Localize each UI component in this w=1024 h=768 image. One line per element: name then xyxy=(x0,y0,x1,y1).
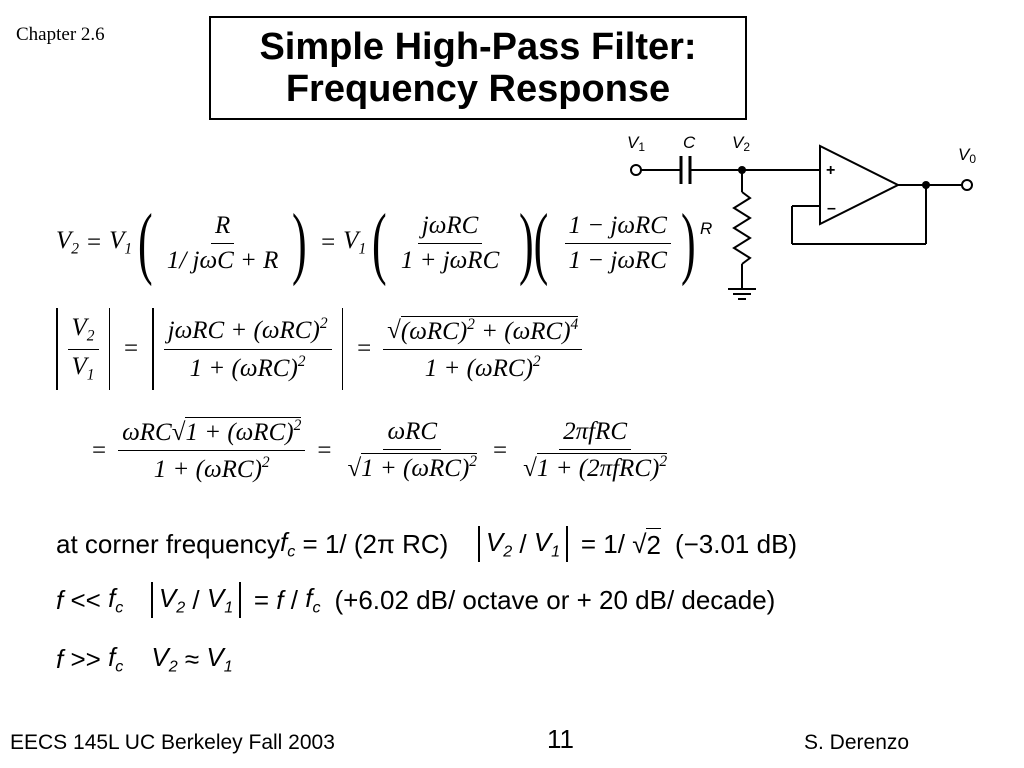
line1-eq: = 1/ (2π RC) xyxy=(295,528,449,559)
eq1-v1-b: V xyxy=(343,227,359,255)
footer-author: S. Derenzo xyxy=(804,731,910,754)
plus-input-label: + xyxy=(826,162,835,179)
footer-course: EECS 145L UC Berkeley Fall 2003 xyxy=(10,731,335,754)
line1-db: (−3.01 dB) xyxy=(674,528,798,559)
label-r: R xyxy=(700,219,712,238)
svg-text:V1: V1 xyxy=(627,133,645,154)
line1-text: at corner frequency xyxy=(56,528,281,559)
minus-input-label: – xyxy=(827,200,836,217)
eq1-lhs: V2 xyxy=(56,227,80,258)
line2-note: (+6.02 dB/ octave or + 20 dB/ decade) xyxy=(334,584,776,615)
title-line-2: Frequency Response xyxy=(285,68,671,110)
corner-frequency-line: at corner frequency fc = 1/ (2π RC) V2 /… xyxy=(56,526,798,562)
op-amp xyxy=(819,144,901,226)
label-c: C xyxy=(683,133,696,152)
v0-terminal xyxy=(961,179,973,191)
svg-text:V0: V0 xyxy=(958,145,976,166)
high-frequency-line: f >> fc V2 ≈ V1 xyxy=(56,642,233,676)
v1-terminal xyxy=(630,164,642,176)
title-line-1: Simple High-Pass Filter: xyxy=(259,26,697,68)
chapter-label: Chapter 2.6 xyxy=(16,24,105,45)
high-pass-filter-circuit: V1 C V2 R V0 + – xyxy=(627,133,976,300)
resistor xyxy=(732,191,752,265)
page-number: 11 xyxy=(547,724,574,754)
v2-node xyxy=(738,166,746,174)
slide-title: Simple High-Pass Filter: Frequency Respo… xyxy=(209,16,747,120)
line1-radicand: 2 xyxy=(646,527,661,560)
label-v2: V xyxy=(732,133,745,152)
eq3-fraction-c: 2πfRC√1 + (2πfRC)2 xyxy=(523,418,668,483)
eq1-v1: V xyxy=(109,227,125,255)
label-v0: V xyxy=(958,145,971,164)
eq3-fraction-b: ωRC√1 + (ωRC)2 xyxy=(347,418,478,483)
svg-text:V2: V2 xyxy=(732,133,750,154)
label-v1: V xyxy=(627,133,640,152)
output-node xyxy=(922,181,930,189)
low-frequency-line: f << fc V2 / V1 = f / fc (+6.02 dB/ octa… xyxy=(56,582,776,618)
